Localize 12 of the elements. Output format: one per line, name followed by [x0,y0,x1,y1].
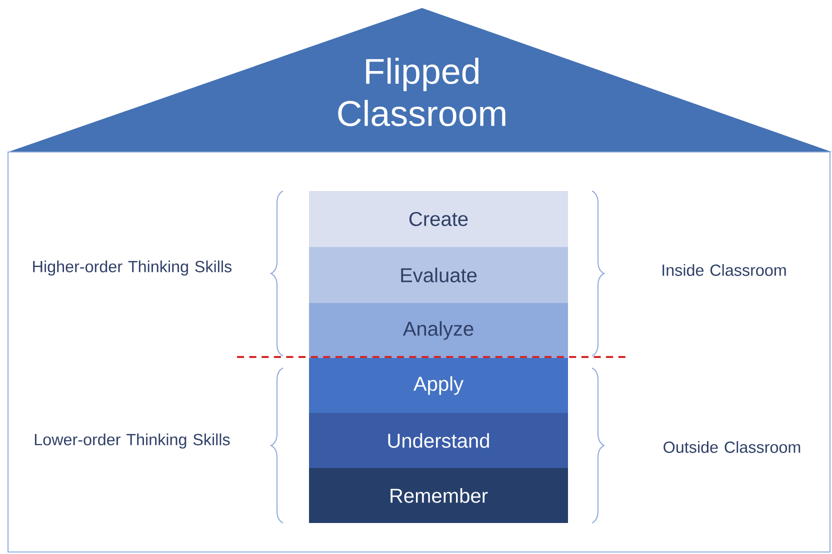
house-body [7,151,831,553]
level-bar: Analyze [309,303,568,358]
level-bar: Apply [309,358,568,413]
level-bar: Create [309,191,568,247]
level-bar: Remember [309,468,568,523]
level-bar: Evaluate [309,247,568,303]
side-label: Lower-order Thinking Skills [34,434,230,449]
level-bar: Understand [309,413,568,468]
side-label: Inside Classroom [662,264,786,276]
side-label: Higher-order Thinking Skills [33,260,232,276]
side-label: Outside Classroom [664,441,800,453]
roof-triangle: Flipped Classroom [8,8,832,152]
